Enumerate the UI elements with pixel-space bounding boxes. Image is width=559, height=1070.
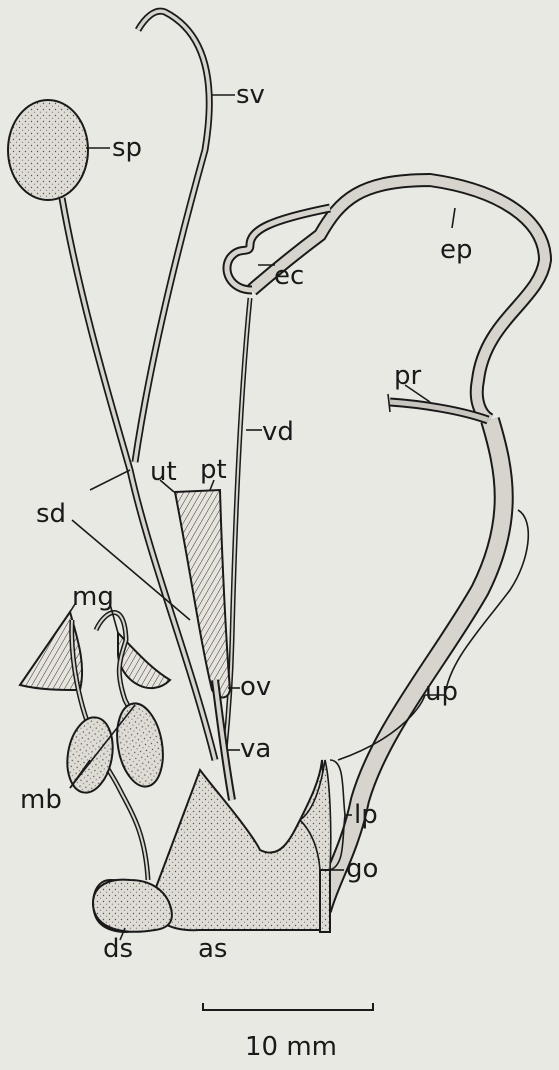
label-ut: ut [150,457,177,487]
scale-bar-label: 10 mm [245,1032,337,1062]
label-sd: sd [36,499,66,529]
scale-bar [203,1003,373,1010]
label-sv: sv [236,80,265,110]
mucous-bulb-right [111,700,169,790]
prostate-uterus [175,490,230,698]
genital-orifice [320,870,330,932]
label-ec: ec [274,261,304,291]
label-pr: pr [394,361,422,391]
label-ep: ep [440,235,473,265]
label-mg: mg [72,582,114,612]
label-vd: vd [262,417,294,447]
mucous-bulb-left [62,714,119,796]
label-as: as [198,934,227,964]
label-pt: pt [200,455,227,485]
spermatheca [8,100,88,200]
label-va: va [240,734,271,764]
label-go: go [346,854,378,884]
label-lp: lp [354,800,378,830]
label-ov: ov [240,672,271,702]
label-sp: sp [112,133,142,163]
label-ds: ds [103,934,133,964]
label-mb: mb [20,785,62,815]
label-up: up [425,677,458,707]
